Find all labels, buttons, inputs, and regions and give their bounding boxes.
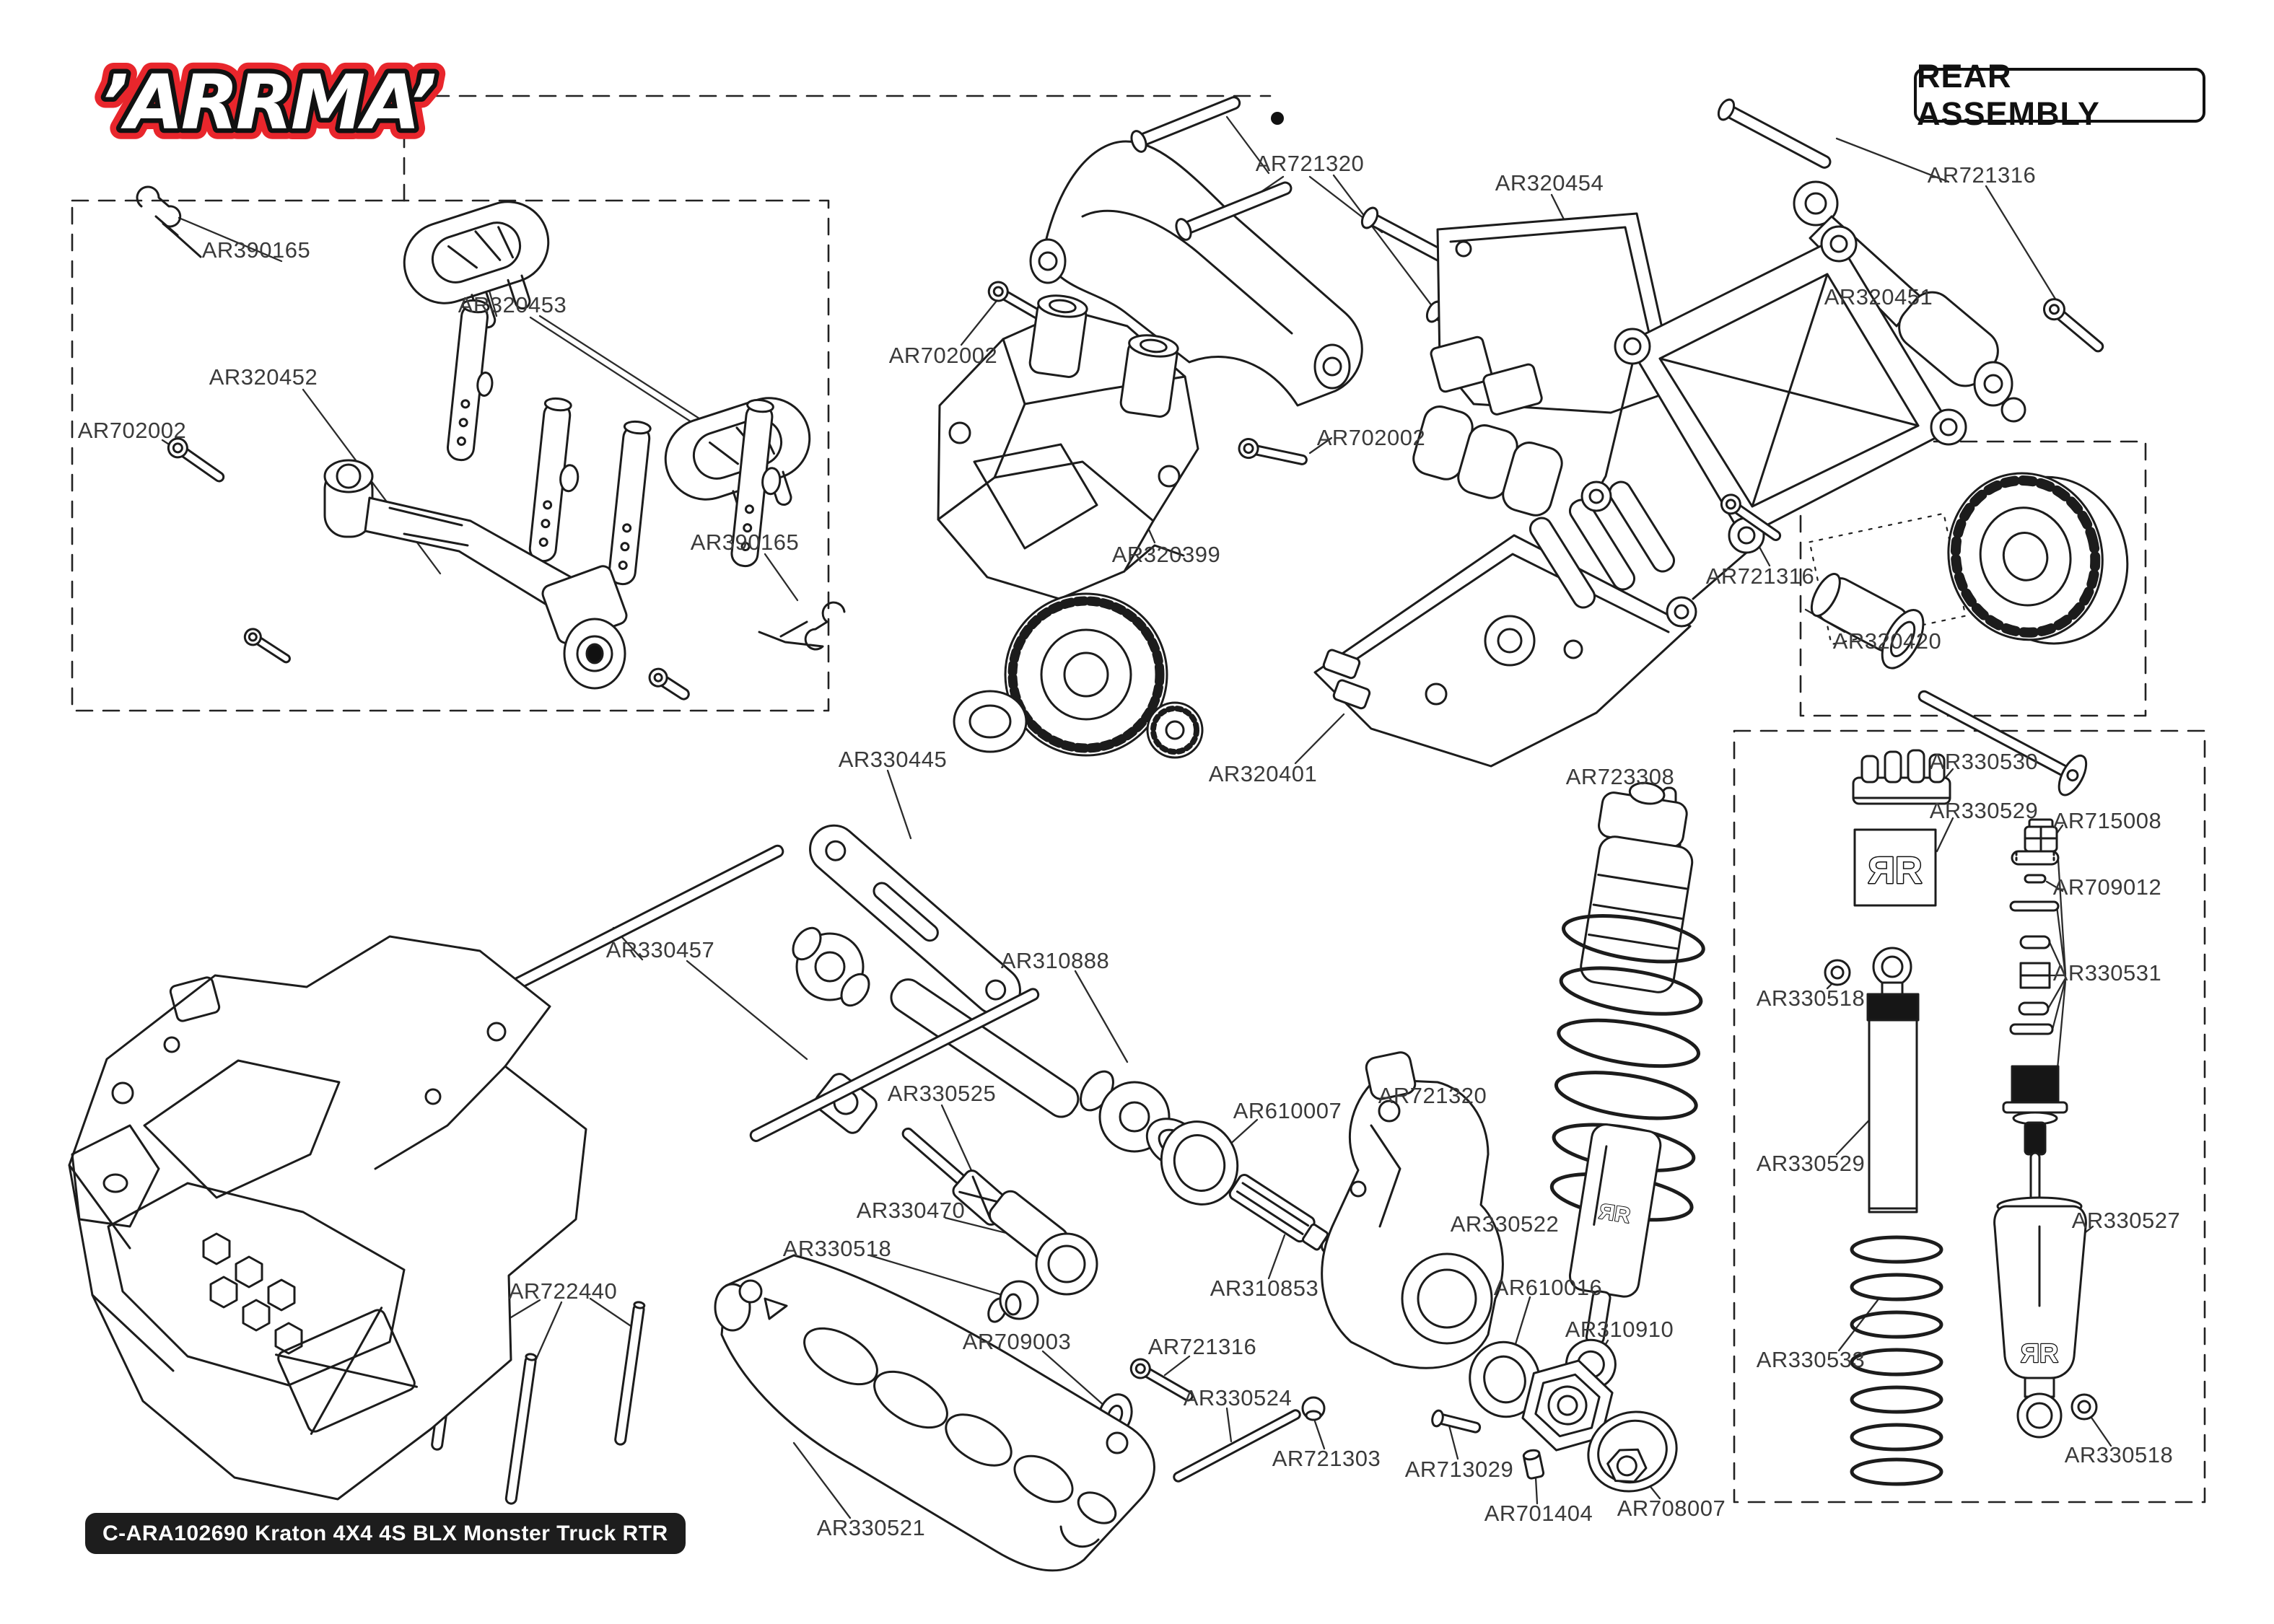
- rr-logo-icon: ЯR: [2021, 1338, 2058, 1368]
- shock-cap: [1852, 749, 1951, 805]
- pin-icon: [1431, 1409, 1482, 1434]
- footer-badge: C-ARA102690 Kraton 4X4 4S BLX Monster Tr…: [85, 1513, 686, 1554]
- screw-icon: [1720, 493, 1782, 541]
- screw-icon: [987, 281, 1046, 322]
- bearing-icon: [1469, 1340, 1541, 1418]
- body-clip-icon: [758, 601, 846, 651]
- screw-icon: [167, 437, 225, 483]
- bushing: [1810, 573, 1925, 670]
- shock-body-tube: [1866, 947, 1920, 1213]
- rod-end: [988, 1190, 1098, 1296]
- mud-guard: [1412, 212, 1677, 517]
- shock-small-parts: [2002, 850, 2068, 1125]
- arrma-logo: ’ARRMA’ ’ARRMA’ ’ARRMA’: [89, 48, 449, 157]
- pivot-ball-icon: [987, 1280, 1039, 1323]
- page-title: REAR ASSEMBLY: [1914, 58, 2205, 132]
- grub-screw: [1522, 1449, 1545, 1480]
- pin-icon: [1717, 98, 1832, 169]
- skid-plate: [1313, 480, 1692, 768]
- logo-text-halo: ’ARRMA’: [100, 58, 435, 146]
- rear-brace-frame: [1580, 225, 1967, 628]
- differential: [953, 592, 1204, 759]
- slipper-wheel: [1947, 472, 2129, 645]
- body-mount-pad: [403, 201, 550, 329]
- rr-logo-icon: ЯR: [1868, 850, 1923, 892]
- shock-assembled: ЯR: [1549, 781, 1705, 1390]
- screw-icon: [1238, 438, 1308, 465]
- body-post: [446, 299, 782, 586]
- bearing-icon: [1160, 1120, 1239, 1206]
- screw-icon: [1129, 1358, 1194, 1402]
- screw-icon: [243, 628, 291, 664]
- hinge-pin: [1173, 1409, 1301, 1483]
- rod-icon: [484, 844, 1040, 1142]
- pin-icon: [1130, 96, 1531, 367]
- bleed-cap: [2024, 818, 2058, 853]
- shock-membrane: ЯR: [1853, 828, 1937, 907]
- hub-carrier: [1321, 1051, 1504, 1369]
- body-mount-bracket: [323, 459, 690, 701]
- pivot-ball-icon: [1824, 959, 1851, 986]
- suspension-arm: [714, 1254, 1155, 1572]
- bullet-dot: [1271, 112, 1284, 125]
- pivot-ball-icon: [2070, 1393, 2098, 1421]
- chassis-brace: [1029, 140, 1363, 407]
- gearbox-case: [937, 294, 1199, 600]
- flanged-cap: [1301, 1396, 1326, 1421]
- logo-text: ’ARRMA’: [100, 58, 435, 146]
- shock-shaft-body: ЯR: [1993, 1121, 2087, 1439]
- long-screw: [1917, 690, 2088, 796]
- hex-nut: [1521, 1359, 1614, 1452]
- logo-text-outline: ’ARRMA’: [100, 58, 435, 146]
- chassis-tub: [68, 935, 587, 1501]
- screw-icon: [2042, 298, 2104, 353]
- dashed-boxes: [71, 95, 2206, 1504]
- shock-spring: [1850, 1235, 1943, 1486]
- rr-logo-icon: ЯR: [1598, 1200, 1632, 1228]
- flanged-nut: [1587, 1410, 1678, 1493]
- body-clip-icon: [136, 185, 202, 258]
